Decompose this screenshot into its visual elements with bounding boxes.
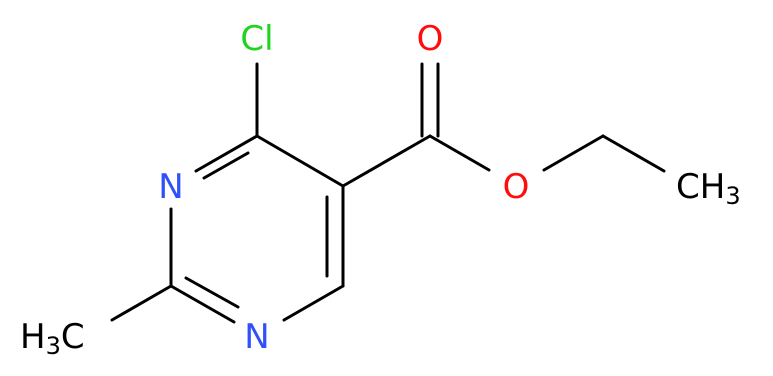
bond-c4-n3: [194, 134, 259, 173]
ch3-right-main: CH: [676, 167, 725, 207]
atom-n-bottom: N: [244, 317, 269, 357]
atom-o-carbonyl: O: [417, 19, 444, 59]
bond-c4-c5: [255, 134, 345, 188]
bond-c2-methyl: [110, 284, 173, 322]
bond-c4-n3-inner: [202, 151, 250, 180]
atom-n-top: N: [158, 167, 183, 207]
h3c-left-tail: C: [61, 317, 85, 357]
atom-h3c-left: H3C: [20, 317, 85, 360]
bond-c2-n1: [169, 284, 236, 324]
atom-o-ester: O: [503, 167, 530, 207]
atom-ch3-right: CH3: [676, 167, 741, 210]
bond-ch2-ch3: [601, 134, 666, 173]
bond-o-ch2: [542, 134, 605, 172]
ch3-right-sub: 3: [725, 182, 740, 210]
atom-cl: Cl: [240, 19, 273, 59]
bond-n1-c6: [282, 284, 345, 322]
bond-c5-ccarbonyl: [341, 134, 432, 188]
bond-c2-n1-inner: [184, 276, 240, 309]
bonds: [110, 62, 666, 324]
bond-c-o-ester: [428, 134, 491, 172]
h3c-left-sub: 3: [46, 332, 61, 360]
h3c-left-main: H: [20, 317, 46, 357]
